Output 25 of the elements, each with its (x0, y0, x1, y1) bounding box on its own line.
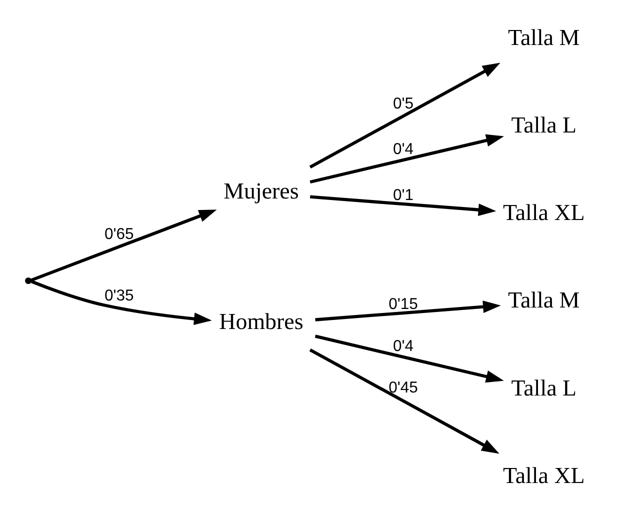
node-text: Talla XL (502, 200, 585, 226)
arrow (309, 62, 500, 169)
node-text: Hombres (219, 309, 304, 334)
edge-label: 0'45 (388, 379, 418, 396)
edge-label: 0'35 (104, 288, 134, 305)
edge-label: 0'65 (104, 226, 134, 243)
arrow (310, 134, 504, 184)
arrow (30, 210, 217, 282)
arrow (315, 300, 501, 322)
edge-label: 0'4 (392, 338, 414, 355)
node-text: Mujeres (224, 178, 299, 204)
node-text: Talla M (508, 25, 580, 50)
arrow (314, 334, 504, 383)
arrow (30, 280, 212, 326)
arrow (309, 348, 500, 454)
edge-label: 0'15 (388, 296, 418, 314)
edge-label: 0'1 (392, 187, 414, 204)
node-point (25, 277, 32, 284)
node-text: Talla L (511, 375, 577, 400)
edge-label: 0'5 (392, 95, 414, 112)
edge-label: 0'4 (392, 141, 414, 158)
arrow (310, 195, 496, 216)
node-text: Talla XL (502, 462, 585, 488)
node-text: Talla M (508, 288, 580, 313)
node-text: Talla L (511, 112, 577, 138)
